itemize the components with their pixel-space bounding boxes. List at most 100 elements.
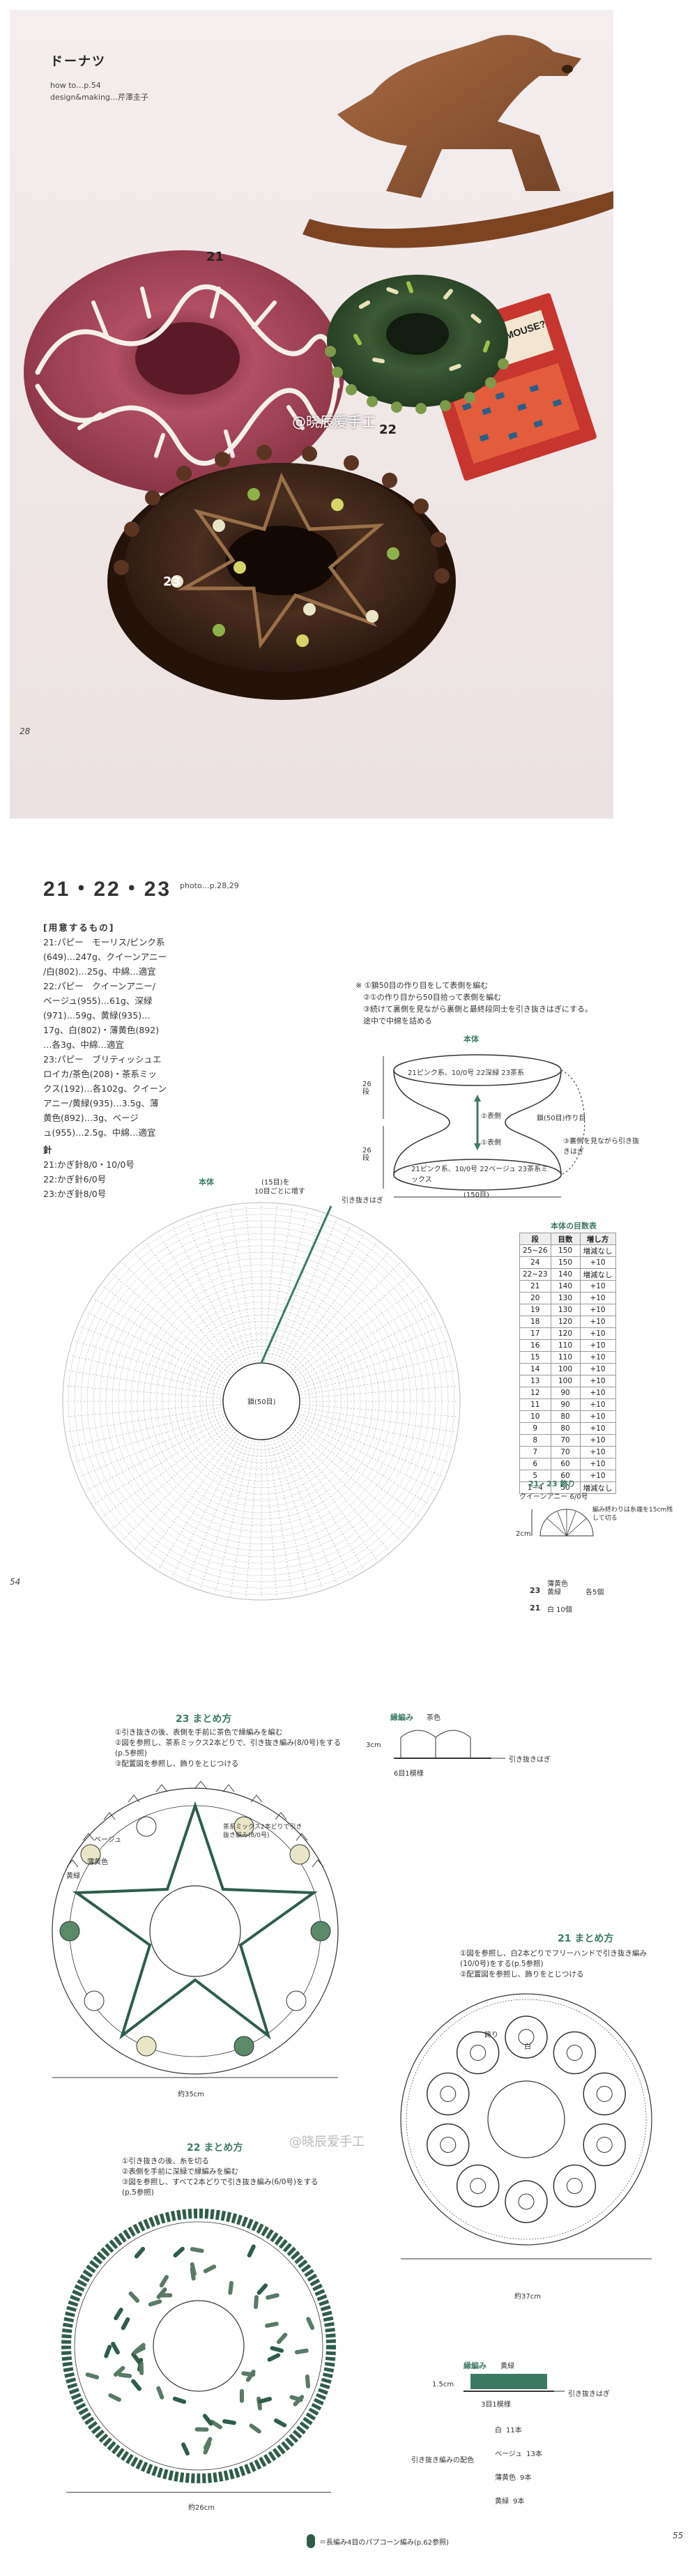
deco-circle (440, 2086, 457, 2103)
needle-line: 21:かぎ針8/0・10/0号 (43, 1159, 135, 1170)
stitch-round (130, 1270, 392, 1532)
count-cell: +10 (579, 1304, 616, 1316)
count-cell: 13 (519, 1375, 551, 1387)
sprinkle (181, 2442, 190, 2456)
sprinkle (159, 2275, 169, 2288)
label-white-21: 白 (524, 2043, 531, 2051)
edge22-color-count: 13本 (526, 2451, 542, 2458)
edge22-color-name: 薄黄色 (495, 2474, 516, 2482)
loop-circle (553, 2164, 597, 2208)
count-cell: 11 (519, 1398, 551, 1411)
stitch-ray (270, 1210, 308, 1362)
sprinkle (305, 2374, 311, 2388)
label-green: 黄緑 (66, 1873, 80, 1880)
stitch-ray (293, 1286, 421, 1378)
count-header: 目数 (550, 1233, 581, 1245)
edge22-color-name: 黄緑 (495, 2498, 509, 2506)
stitch-ray (279, 1226, 351, 1366)
sprinkle (156, 2386, 164, 2400)
note-line: ③続けて裏側を見ながら裏側と最終段同士を引き抜きはぎにする。 (355, 1005, 592, 1014)
deco-circle (518, 2029, 535, 2045)
stitch-ray (185, 1219, 247, 1364)
cross-bottom-label: 21ピンク系、10/0号 22ベージュ 23茶系ミックス (411, 1166, 549, 1184)
deco-diagram (531, 1509, 594, 1537)
stitch-ray (245, 1441, 259, 1598)
green-donut (325, 275, 509, 414)
note-line: ②①の作り目から50目拾って表側を編む (355, 993, 502, 1002)
count-cell: 24 (519, 1256, 551, 1269)
materials-heading: [用意するもの] (43, 922, 115, 933)
edge22-join: 引き抜きはぎ (568, 2391, 610, 2398)
stitch-ray (67, 1407, 222, 1433)
note-line: 途中で中綿を詰める (355, 1016, 432, 1026)
edge22-legend-title: 引き抜き編みの配色 (411, 2457, 474, 2464)
chart-label: 本体 (199, 1178, 214, 1187)
stitch-ray (300, 1413, 449, 1463)
needle-line: 23:かぎ針8/0号 (43, 1189, 107, 1199)
stitch-ray (282, 1233, 365, 1367)
photo-ref: photo…p.28,29 (180, 881, 239, 890)
title-21: 21 まとめ方 (558, 1933, 614, 1944)
stitch-ray (267, 1441, 293, 1596)
count-cell: 15 (519, 1351, 551, 1364)
edge22-diagram (464, 2374, 565, 2392)
count-cell: 120 (550, 1316, 581, 1328)
stitch-ray (282, 1435, 365, 1569)
stitch-ray (301, 1385, 458, 1398)
count-cell: 70 (550, 1446, 581, 1458)
loop-circle (456, 2164, 500, 2208)
materials-line: 23:パピー ブリティッシュエ (43, 1054, 162, 1065)
back-label: ①表側 (481, 1139, 501, 1147)
watermark: @晓辰爱手工 (292, 413, 376, 430)
sprinkle (306, 2317, 315, 2331)
sprinkle (156, 2287, 167, 2299)
count-cell: +10 (579, 1387, 616, 1399)
chart-join: 引き抜きはぎ (342, 1197, 383, 1205)
stitch-ray (158, 1435, 240, 1569)
dim-23: 約35cm (178, 2091, 204, 2098)
stitch-ray (65, 1385, 222, 1398)
stitch-ray (146, 1242, 238, 1369)
stitch-ray (291, 1427, 411, 1530)
stitch-ray (171, 1226, 243, 1366)
label-21: 21 (206, 250, 224, 264)
sprinkle (256, 2396, 263, 2411)
count-cell: 100 (550, 1363, 581, 1375)
pattern-header: 21・22・23 (43, 878, 172, 901)
sprinkle (131, 2379, 141, 2391)
sprinkle (249, 2423, 261, 2434)
count-cell: 110 (550, 1351, 581, 1364)
watermark-2: @晓辰爱手工 (289, 2135, 365, 2149)
count-cell: +10 (579, 1363, 616, 1375)
dim-21: 約37cm (514, 2293, 541, 2301)
step-line: (p.5参照) (122, 2188, 154, 2197)
sprinkle (294, 2348, 309, 2354)
deco-21: 21 (530, 1603, 541, 1613)
count-header: 増し方 (579, 1233, 616, 1245)
count-cell: 増減なし (579, 1481, 616, 1494)
popcorn-symbol-icon (307, 2534, 315, 2548)
label-beige: ベージュ (94, 1836, 122, 1844)
finishing-page: 23 まとめ方 ①引き抜きの後、表側を手前に茶色で縁編みを編む ②図を参照し、茶… (0, 1624, 697, 2576)
deco-circle (518, 2193, 535, 2210)
stitch-round (162, 1302, 361, 1501)
count-table-title: 本体の目数表 (551, 1221, 597, 1230)
sprinkle (273, 2418, 287, 2428)
materials-line: ロイカ/茶色(208)・茶系ミッ (43, 1069, 157, 1079)
materials-line: (649)…247g、クイーンアニー (43, 952, 167, 962)
sprinkle (239, 2388, 244, 2403)
body-label: 本体 (464, 1035, 479, 1044)
stitch-round (93, 1233, 430, 1570)
stitch-ray (93, 1422, 227, 1504)
stitch-ray (270, 1440, 308, 1593)
sprinkle (247, 2244, 256, 2258)
chart-note-2: 10目ごとに増す (254, 1188, 305, 1196)
stitch-ray (171, 1437, 243, 1577)
sprinkle (121, 2317, 130, 2331)
label-yellow: 薄黄色 (87, 1859, 108, 1866)
